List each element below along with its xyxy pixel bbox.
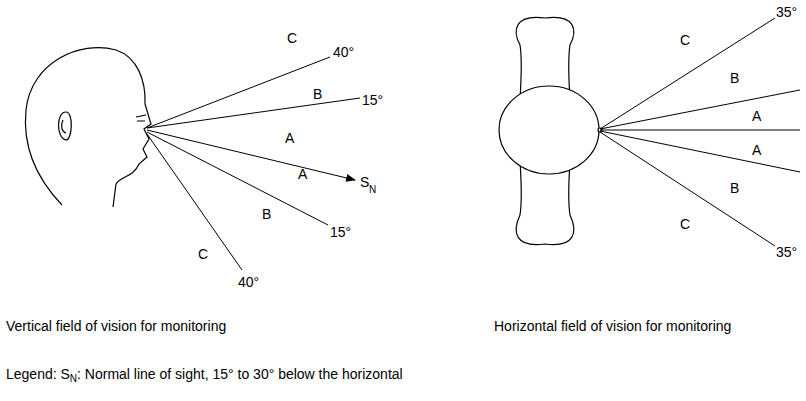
zone-letter: C [680,32,690,48]
zone-letter: A [752,142,761,158]
legend-line: Legend: SN: Normal line of sight, 15° to… [6,366,403,382]
zone-letter: C [680,216,690,232]
figure-caption: Vertical field of vision for monitoring [6,318,226,334]
legend-note: N [70,373,77,384]
legend-note: Legend: S [6,366,70,382]
angle-value: 15° [362,92,383,108]
zone-letter: B [730,70,739,86]
zone-letter: A [752,108,761,124]
zone-letter: C [287,30,297,46]
head-profile [25,48,151,207]
angle-value: 35° [776,244,797,260]
head-top-view [499,17,602,244]
vertical-sight-lines [147,57,360,270]
zone-letter: B [313,86,322,102]
angle-value: 40° [238,274,259,290]
zone-letter: A [285,130,294,146]
angle-value: 15° [330,224,351,240]
sight-line-symbol: N [369,182,376,198]
angle-value: 40° [333,44,354,60]
legend-note: : Normal line of sight, 15° to 30° below… [77,366,403,382]
sight-line-symbol: S [360,174,369,190]
zone-letter: B [262,206,271,222]
angle-value: 35° [776,4,797,20]
zone-letter: C [198,246,208,262]
figure-caption: Horizontal field of vision for monitorin… [494,318,731,334]
horizontal-sight-lines [600,18,800,246]
zone-letter: A [298,166,307,182]
zone-letter: B [730,180,739,196]
